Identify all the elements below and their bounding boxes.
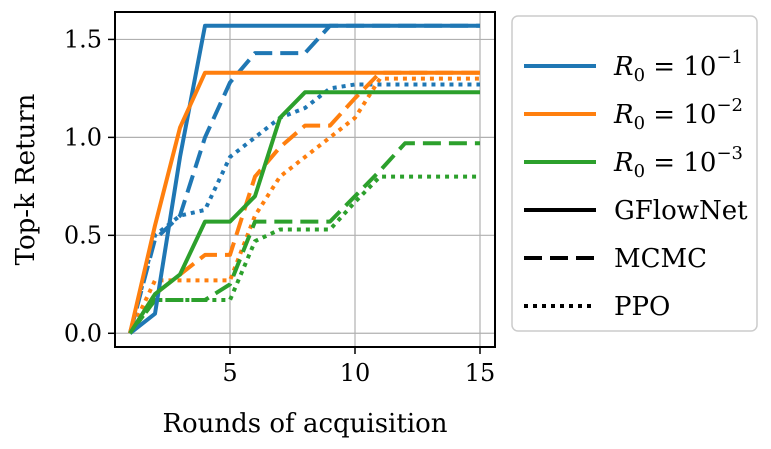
legend-label-sup: −2 [716,95,743,116]
y-tick-label: 0.0 [64,319,102,347]
legend-label-mid: = 10 [645,148,716,178]
legend-label-sub: 0 [634,113,645,134]
legend-label-sup: −1 [716,47,743,68]
series-line [128,23,480,334]
x-tick-label: 10 [340,359,371,387]
series-line [128,90,480,335]
legend-label-sub: 0 [634,161,645,182]
legend-label: R0 = 10−2 [613,95,743,134]
series-line [128,76,480,335]
legend-box [511,15,758,332]
y-tick-label: 1.5 [64,25,102,53]
grid [115,12,495,347]
legend: R0 = 10−1R0 = 10−2R0 = 10−3GFlowNetMCMCP… [511,15,758,332]
legend-label: GFlowNet [614,196,748,226]
plot-frame [114,11,496,348]
y-tick-label: 1.0 [64,123,102,151]
legend-label: MCMC [614,244,707,274]
legend-label-sup: −3 [716,143,743,164]
series-line [128,141,480,335]
legend-label: R0 = 10−3 [613,143,743,182]
series-line [128,174,480,335]
y-tick-label: 0.5 [64,221,102,249]
legend-label-sub: 0 [634,65,645,86]
series-layer [128,23,480,335]
legend-label-base: R [613,100,634,130]
legend-label: R0 = 10−1 [613,47,743,86]
x-tick-label: 15 [465,359,496,387]
legend-label-base: R [613,52,634,82]
x-tick-label: 5 [222,359,237,387]
legend-label-mid: = 10 [645,100,716,130]
legend-label: PPO [614,292,670,322]
legend-label-mid: = 10 [645,52,716,82]
y-axis-label: Top-k Return [11,93,41,265]
ticks: 5 10 15 0.0 0.5 1.0 1.5 [64,25,495,387]
x-axis-label: Rounds of acquisition [162,409,447,439]
series-line [128,70,480,334]
legend-label-base: R [613,148,634,178]
series-line [128,82,480,334]
